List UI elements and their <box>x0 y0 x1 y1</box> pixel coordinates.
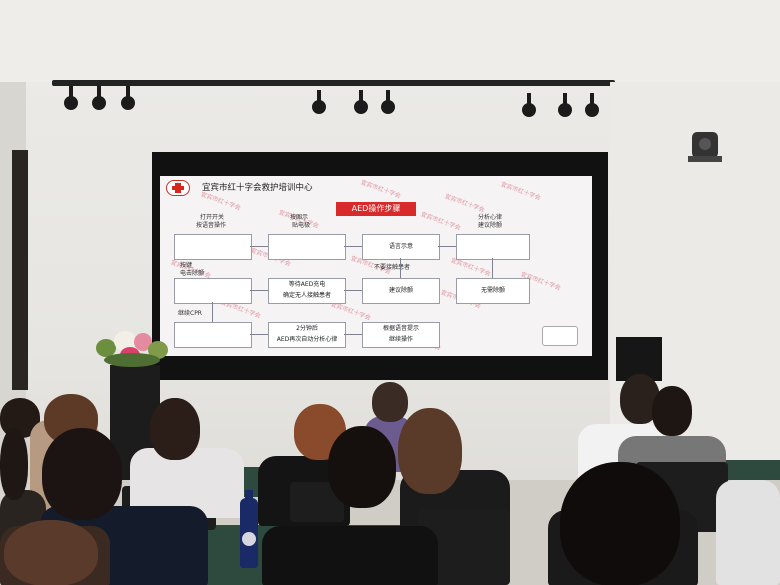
step-sublabel: 继续操作 <box>388 336 413 343</box>
flow-arrow <box>344 246 362 247</box>
step-box-wait-charge: 等待AED充电 确定无人接触患者 <box>268 278 346 304</box>
flower <box>104 353 160 367</box>
flower <box>134 333 152 351</box>
step-caption: 建议除颤 <box>478 222 503 229</box>
slide-title: AED操作步骤 <box>336 202 416 216</box>
step-box-shock-advised: 建议除颤 <box>362 278 440 304</box>
watermark: 宜宾市红十字会 <box>443 192 486 214</box>
spotlight <box>92 86 106 110</box>
watermark: 宜宾市红十字会 <box>359 178 402 200</box>
lighting-track <box>52 80 615 86</box>
flow-arrow <box>344 334 362 335</box>
step-caption: 电击除颤 <box>180 270 205 277</box>
step-label: 建议除颤 <box>388 287 413 294</box>
flower-arrangement <box>90 325 174 369</box>
spotlight <box>312 90 326 114</box>
step-sublabel: AED再次自动分析心律 <box>276 336 338 343</box>
step-caption: 按语音操作 <box>196 222 227 229</box>
flow-arrow <box>250 334 268 335</box>
step-caption: 打开开关 <box>200 214 225 221</box>
flow-arrow <box>250 246 268 247</box>
step-box-do-not-touch: 语言示意 <box>362 234 440 260</box>
step-label: 语言示意 <box>388 243 413 250</box>
step-box-analyze-rhythm <box>456 234 530 260</box>
step-caption: 按键 <box>180 262 193 269</box>
speaker <box>616 337 662 381</box>
spotlight <box>381 90 395 114</box>
step-box-shock <box>174 278 252 304</box>
spotlight <box>585 93 599 117</box>
step-label: 2分钟后 <box>296 325 318 332</box>
camera-mount <box>688 156 722 162</box>
organization-title: 宜宾市红十字会救护培训中心 <box>202 183 313 193</box>
camera-icon <box>692 132 718 158</box>
flow-arrow <box>344 290 362 291</box>
ceiling <box>0 0 780 82</box>
step-label: 等待AED充电 <box>288 281 326 288</box>
spotlight <box>121 86 135 110</box>
flower <box>114 331 136 351</box>
step-sublabel: 确定无人接触患者 <box>282 292 331 299</box>
step-box-attach-pads <box>268 234 346 260</box>
step-label: 根据语音提示 <box>382 325 419 332</box>
watermark: 宜宾市红十字会 <box>419 210 462 232</box>
step-box-no-shock: 无需除颤 <box>456 278 530 304</box>
step-caption: 按图示 <box>290 214 309 221</box>
step-box-follow-prompts: 根据语音提示 继续操作 <box>362 322 440 348</box>
step-box-reanalyze: 2分钟后 AED再次自动分析心律 <box>268 322 346 348</box>
spotlight <box>522 93 536 117</box>
step-caption: 贴电极 <box>292 222 311 229</box>
spotlight <box>64 86 78 110</box>
step-box-cpr <box>174 322 252 348</box>
flow-arrow <box>400 258 401 278</box>
step-box-power-on <box>174 234 252 260</box>
step-caption: 继续CPR <box>178 310 202 317</box>
watermark: 宜宾市红十字会 <box>499 180 542 202</box>
spotlight <box>354 90 368 114</box>
flow-arrow <box>438 246 456 247</box>
table <box>724 460 780 480</box>
dark-pillar <box>12 150 28 390</box>
flow-arrow <box>492 258 493 278</box>
spotlight <box>558 93 572 117</box>
red-cross-logo-icon <box>166 180 190 196</box>
step-caption: 不要接触患者 <box>374 264 411 271</box>
flow-arrow <box>250 290 268 291</box>
soda-bottle <box>240 490 258 568</box>
projection-screen: 宜宾市红十字会救护培训中心 AED操作步骤 宜宾市红十字会 宜宾市红十字会 宜宾… <box>160 176 592 356</box>
step-caption: 分析心律 <box>478 214 503 221</box>
step-label: 无需除颤 <box>480 287 505 294</box>
aed-device-icon <box>542 326 578 346</box>
flower <box>96 339 116 357</box>
flow-arrow <box>212 302 213 322</box>
